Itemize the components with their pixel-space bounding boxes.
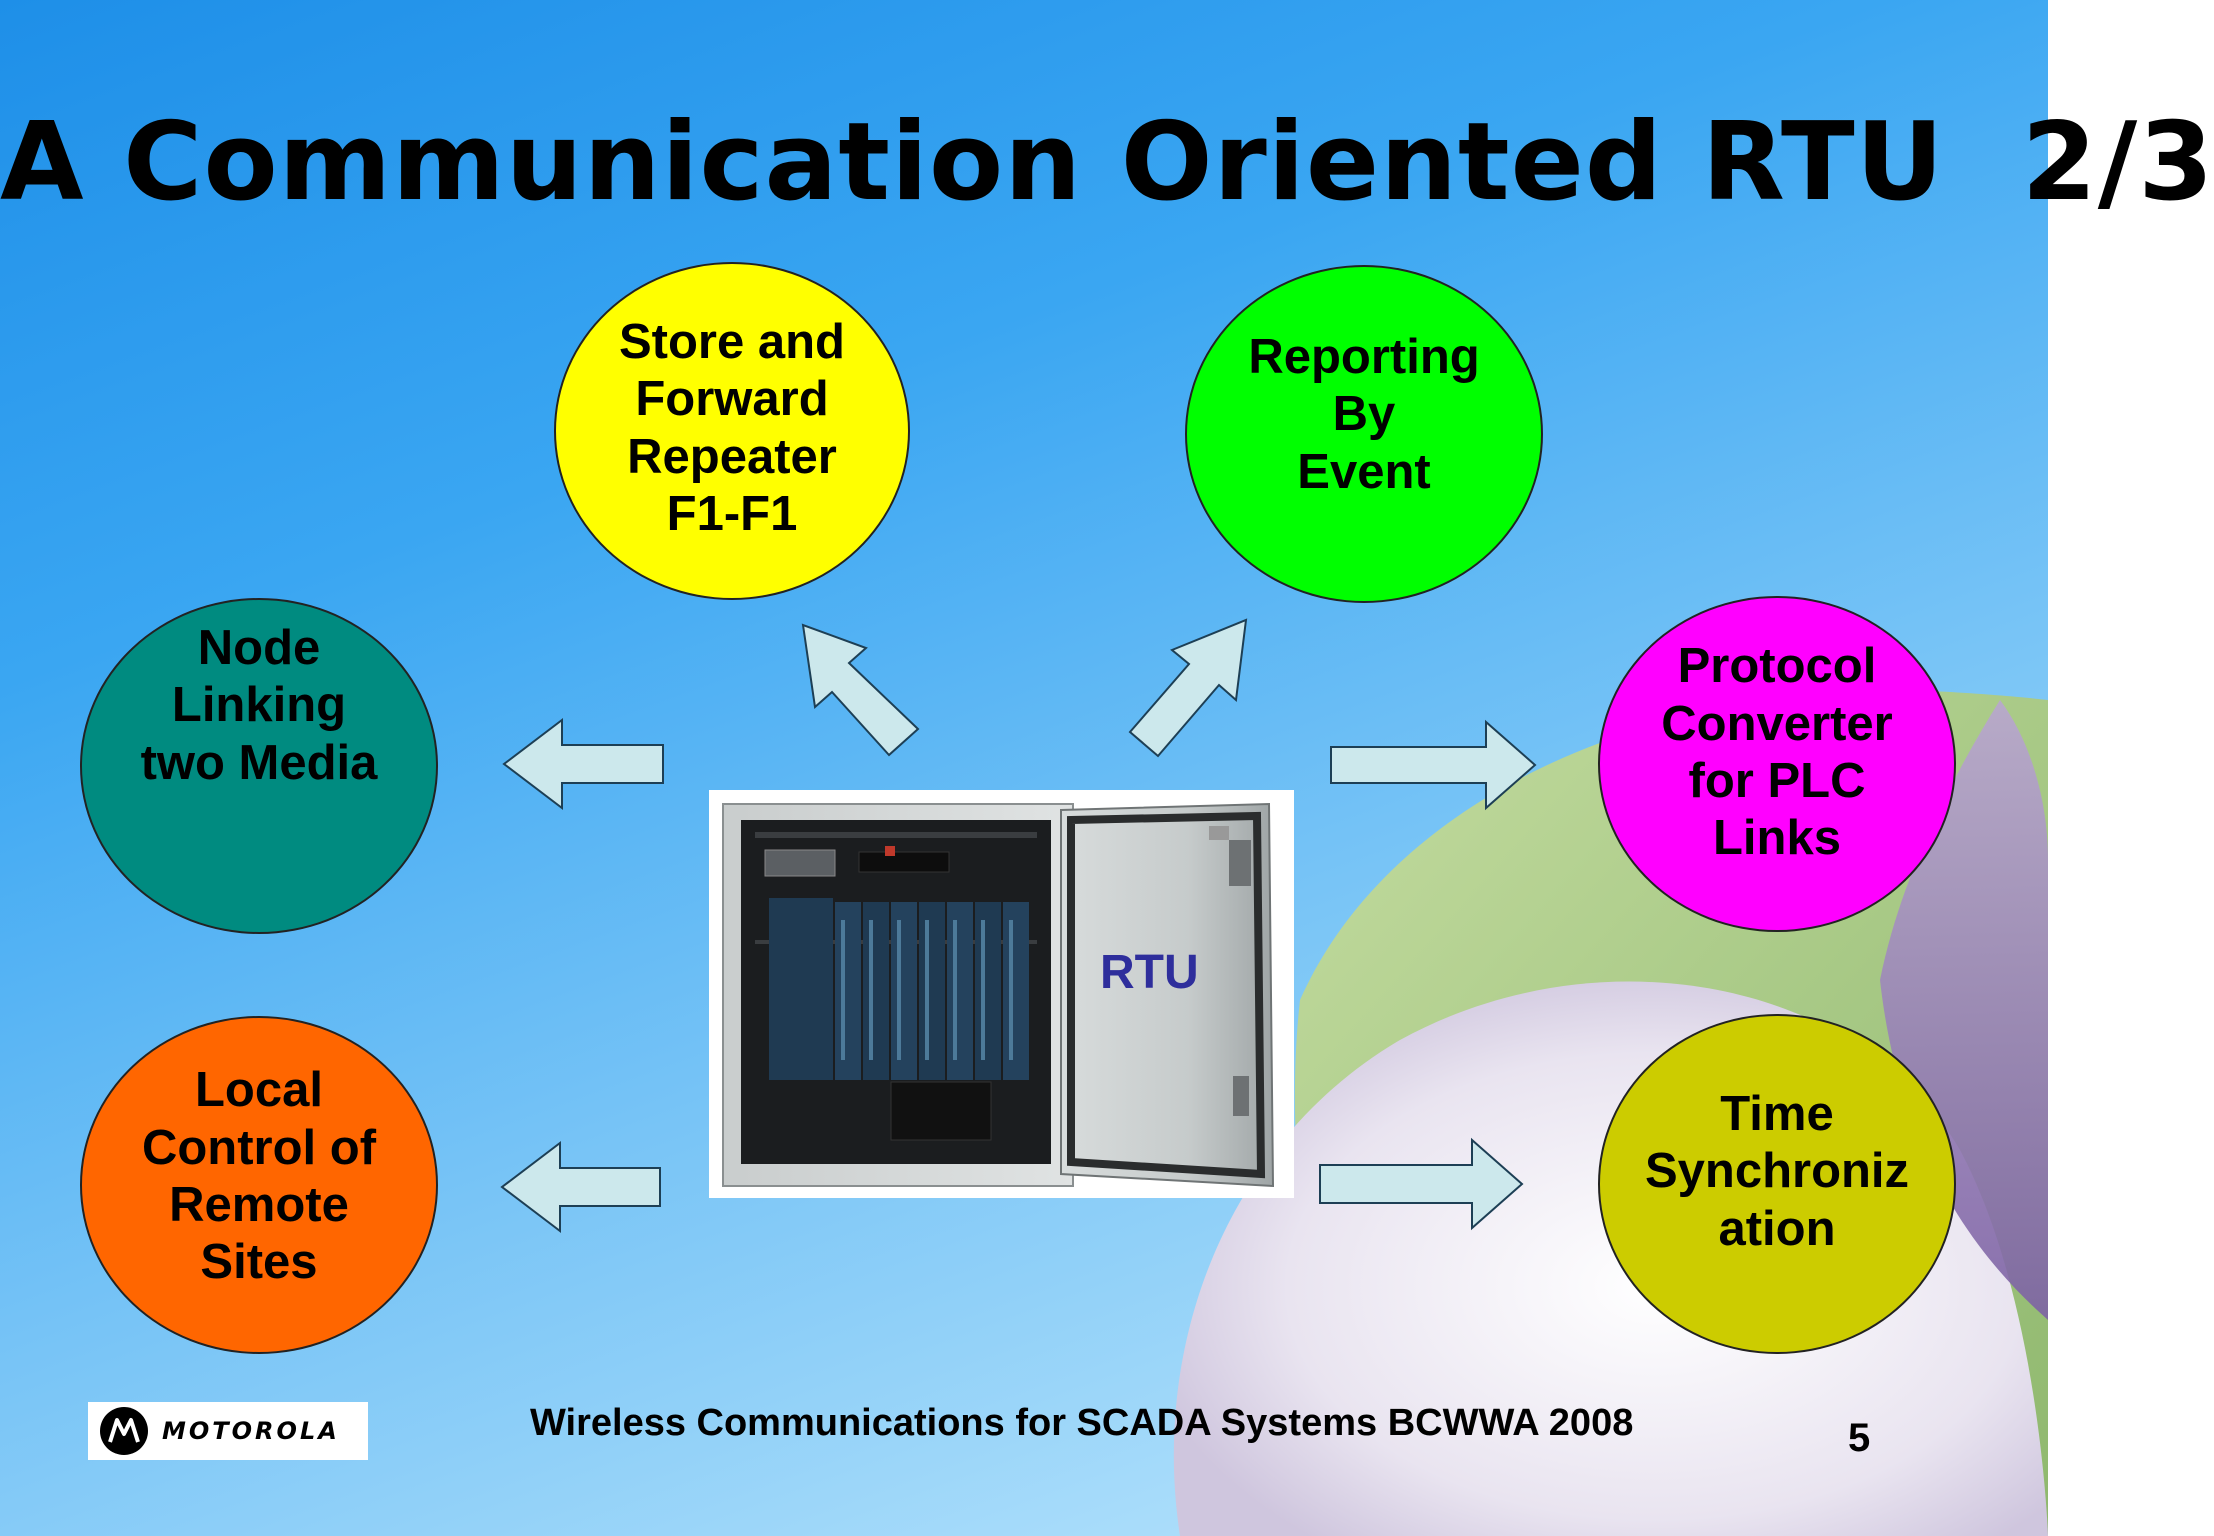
node-node-linking: Node Linking two Media bbox=[80, 598, 438, 934]
slide-title: A Communication Oriented RTU 2/3 bbox=[0, 100, 2214, 225]
rtu-cabinet-illustration bbox=[722, 802, 1275, 1188]
node-store-forward-label: Store and Forward Repeater F1-F1 bbox=[619, 314, 845, 541]
arrow-group bbox=[500, 618, 1537, 1234]
page-number: 5 bbox=[1848, 1416, 1871, 1460]
motorola-batwing-icon bbox=[100, 1407, 148, 1455]
node-store-forward: Store and Forward Repeater F1-F1 bbox=[554, 262, 910, 600]
node-time-sync: Time Synchroniz ation bbox=[1598, 1014, 1956, 1354]
arrow-to-reporting-event bbox=[1128, 618, 1248, 758]
node-protocol-converter: Protocol Converter for PLC Links bbox=[1598, 596, 1956, 932]
node-reporting-event: Reporting By Event bbox=[1185, 265, 1543, 603]
arrow-to-time-sync bbox=[1319, 1137, 1524, 1231]
node-reporting-event-label: Reporting By Event bbox=[1248, 330, 1480, 499]
node-time-sync-label: Time Synchroniz ation bbox=[1644, 1087, 1910, 1256]
node-local-control: Local Control of Remote Sites bbox=[80, 1016, 438, 1354]
node-protocol-converter-label: Protocol Converter for PLC Links bbox=[1661, 639, 1893, 866]
arrow-to-local-control bbox=[500, 1140, 661, 1234]
rtu-image bbox=[709, 790, 1294, 1198]
rtu-label: RTU bbox=[1100, 946, 1199, 999]
arrow-to-node-linking bbox=[502, 717, 664, 811]
footer-text: Wireless Communications for SCADA System… bbox=[530, 1402, 1634, 1444]
arrow-to-store-forward bbox=[801, 623, 920, 757]
arrow-to-protocol-converter bbox=[1330, 719, 1537, 811]
motorola-wordmark: MOTOROLA bbox=[162, 1417, 340, 1445]
motorola-logo: MOTOROLA bbox=[88, 1402, 368, 1460]
node-node-linking-label: Node Linking two Media bbox=[140, 621, 378, 790]
node-local-control-label: Local Control of Remote Sites bbox=[141, 1063, 377, 1290]
